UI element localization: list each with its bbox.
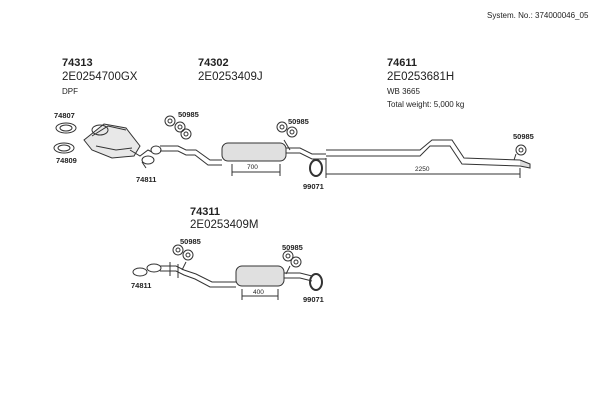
hanger-50985-d-drawing [172,244,194,271]
gasket-74807-drawing [55,122,77,134]
middle-silencer-74302-drawing [160,142,326,176]
middle-silencer-74311-drawing [235,265,313,300]
clamp-99071-bottom-drawing [309,273,323,291]
hanger-50985-c-drawing [513,144,527,161]
group-74311-code: 2E0253409M [190,219,259,231]
system-number: System. No.: 374000046_05 [487,11,589,20]
hanger-50985-b-drawing [276,121,298,151]
part-99071-bottom-label: 99071 [303,295,324,304]
group-74611-note: WB 3665 [387,87,420,96]
rear-silencer-74611-drawing [325,139,531,178]
hanger-50985-a-drawing [164,115,192,140]
part-74811-bottom-label: 74811 [131,281,152,290]
hanger-50985-e-drawing [282,250,302,275]
part-50985-a-label: 50985 [178,110,199,119]
clamp-99071-top-drawing [309,159,323,177]
part-74807-label: 74807 [54,111,75,120]
part-50985-c-label: 50985 [513,132,534,141]
part-50985-e-label: 50985 [282,243,303,252]
part-50985-b-label: 50985 [288,117,309,126]
group-74311-number: 74311 [190,206,220,218]
group-74611-weight: Total weight: 5,000 kg [387,100,465,109]
group-74313-code: 2E0254700GX [62,71,138,83]
group-74611-number: 74611 [387,57,417,69]
dimension-2250: 2250 [415,166,430,173]
group-74313-note: DPF [62,87,78,96]
dpf-assembly-drawing [83,123,162,164]
group-74313-number: 74313 [62,57,93,69]
group-74302-code: 2E0253409J [198,71,263,83]
part-99071-top-label: 99071 [303,182,324,191]
dimension-700: 700 [247,164,258,171]
part-74811-top-label: 74811 [136,175,157,184]
group-74611-code: 2E0253681H [387,71,455,83]
part-50985-d-label: 50985 [180,237,201,246]
dimension-400: 400 [253,289,264,296]
part-74809-label: 74809 [56,156,77,165]
gasket-74809-drawing [53,142,75,154]
group-74302-number: 74302 [198,57,229,69]
front-pipe-lower-drawing [132,262,236,288]
clamp-74811-top-drawing [141,155,155,169]
